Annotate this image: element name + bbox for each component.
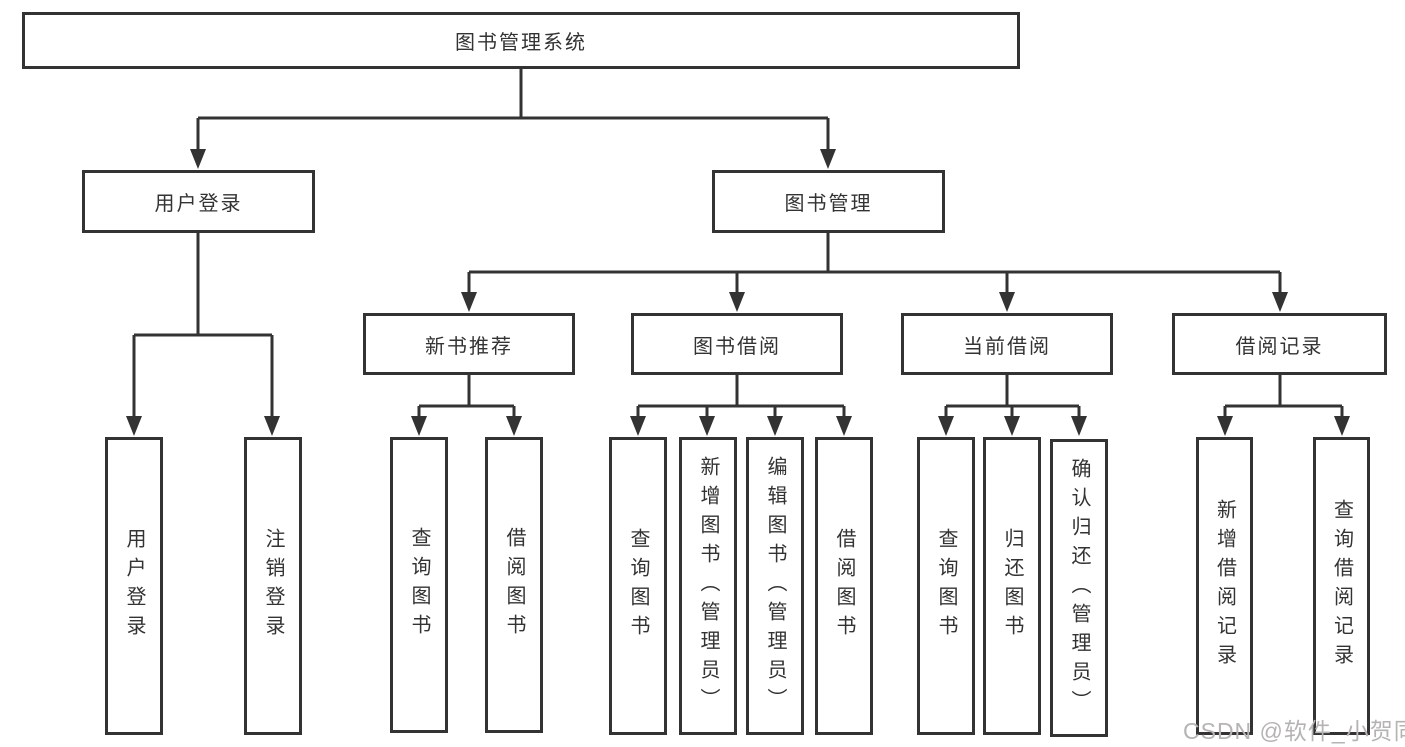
- node-book-management: 图书管理: [712, 170, 945, 233]
- leaf-query-books-recommend: 查询图书: [390, 437, 448, 733]
- leaf-add-borrow-record: 新增借阅记录: [1196, 437, 1253, 735]
- node-label: 编辑图书（管理员）: [764, 455, 786, 717]
- leaf-edit-book-admin: 编辑图书（管理员）: [746, 437, 804, 735]
- node-label: 用户登录: [154, 193, 243, 215]
- csdn-watermark: CSDN @软件_小贺同学: [1183, 718, 1405, 744]
- leaf-return-books: 归还图书: [983, 437, 1041, 735]
- node-label: 借阅图书: [833, 528, 855, 644]
- node-label: 查询图书: [408, 527, 430, 643]
- node-new-book-recommend: 新书推荐: [363, 313, 575, 375]
- leaf-confirm-return-admin: 确认归还（管理员）: [1050, 439, 1108, 737]
- leaf-add-book-admin: 新增图书（管理员）: [679, 437, 737, 735]
- node-label: 图书管理系统: [455, 32, 587, 54]
- node-label: 查询图书: [935, 528, 957, 644]
- arrowheads: [126, 149, 1350, 436]
- node-label: 借阅图书: [503, 527, 525, 643]
- leaf-borrow-books-borrowing: 借阅图书: [815, 437, 873, 735]
- node-label: 新增借阅记录: [1213, 499, 1236, 673]
- leaf-logout: 注销登录: [244, 437, 302, 735]
- node-label: 新书推荐: [425, 335, 513, 358]
- leaf-query-books-borrowing: 查询图书: [609, 437, 667, 735]
- node-label: 借阅记录: [1235, 335, 1324, 358]
- node-label: 确认归还（管理员）: [1068, 457, 1090, 719]
- leaf-query-books-current: 查询图书: [917, 437, 975, 735]
- node-label: 图书管理: [784, 193, 873, 215]
- node-label: 归还图书: [1001, 528, 1023, 644]
- node-label: 注销登录: [262, 528, 284, 644]
- leaf-query-borrow-record: 查询借阅记录: [1313, 437, 1370, 735]
- node-library-management-system: 图书管理系统: [22, 12, 1020, 69]
- leaf-borrow-books-recommend: 借阅图书: [485, 437, 543, 733]
- node-label: 用户登录: [123, 528, 145, 644]
- node-label: 图书借阅: [693, 335, 781, 358]
- node-borrowing-records: 借阅记录: [1172, 313, 1387, 375]
- node-label: 查询图书: [627, 528, 649, 644]
- node-user-login: 用户登录: [82, 170, 315, 233]
- node-book-borrowing: 图书借阅: [631, 313, 843, 375]
- node-label: 当前借阅: [963, 335, 1051, 358]
- node-label: 查询借阅记录: [1330, 499, 1353, 673]
- node-current-borrowing: 当前借阅: [901, 313, 1113, 375]
- leaf-user-login: 用户登录: [105, 437, 163, 735]
- node-label: 新增图书（管理员）: [697, 455, 719, 717]
